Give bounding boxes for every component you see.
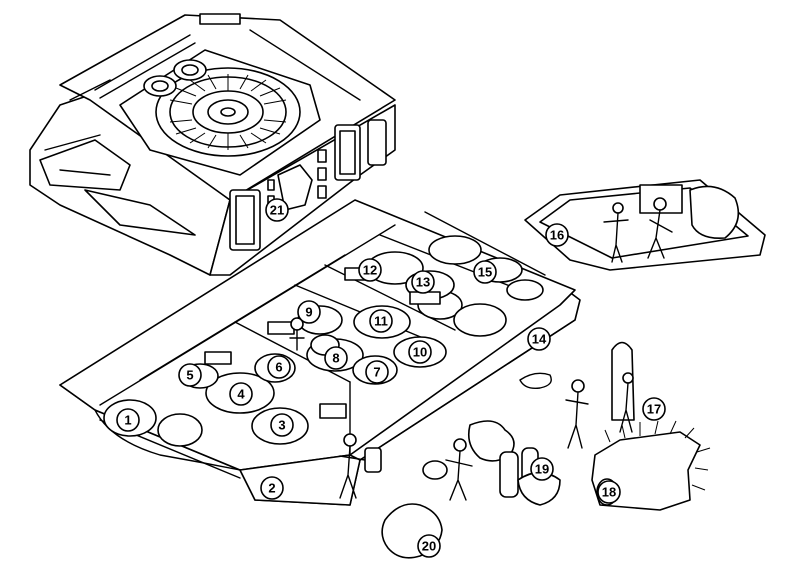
svg-text:8: 8 [332, 351, 339, 366]
svg-text:13: 13 [416, 275, 430, 290]
callout-9: 9 [297, 300, 321, 324]
callout-10: 10 [408, 340, 432, 364]
callout-13: 13 [411, 270, 435, 294]
svg-text:5: 5 [186, 368, 193, 383]
callout-12: 12 [358, 258, 382, 282]
svg-text:17: 17 [647, 402, 661, 417]
svg-text:9: 9 [305, 305, 312, 320]
svg-text:4: 4 [237, 387, 245, 402]
callout-1: 1 [116, 408, 140, 432]
callout-15: 15 [473, 260, 497, 284]
hull [59, 199, 581, 506]
callout-16: 16 [545, 223, 569, 247]
callout-17: 17 [642, 397, 666, 421]
svg-text:10: 10 [413, 345, 427, 360]
svg-text:18: 18 [602, 485, 616, 500]
callout-21: 21 [265, 198, 289, 222]
callout-4: 4 [229, 382, 253, 406]
svg-text:15: 15 [478, 265, 492, 280]
svg-text:14: 14 [532, 332, 547, 347]
svg-text:1: 1 [124, 413, 131, 428]
svg-text:3: 3 [278, 418, 285, 433]
callouts: 1 2 3 4 5 6 7 8 9 10 11 12 13 14 15 16 1… [116, 198, 666, 558]
svg-text:16: 16 [550, 228, 564, 243]
callout-14: 14 [527, 327, 551, 351]
turret [29, 13, 396, 276]
svg-text:6: 6 [275, 360, 282, 375]
callout-2: 2 [260, 476, 284, 500]
callout-3: 3 [270, 413, 294, 437]
callout-6: 6 [267, 355, 291, 379]
callout-18: 18 [597, 480, 621, 504]
callout-7: 7 [365, 360, 389, 384]
svg-text:20: 20 [422, 539, 436, 554]
svg-text:19: 19 [535, 462, 549, 477]
callout-19: 19 [530, 457, 554, 481]
svg-text:7: 7 [373, 365, 380, 380]
callout-20: 20 [417, 534, 441, 558]
callout-11: 11 [369, 309, 393, 333]
svg-text:2: 2 [268, 481, 275, 496]
callout-8: 8 [324, 346, 348, 370]
svg-text:11: 11 [374, 314, 388, 329]
callout-5: 5 [178, 363, 202, 387]
svg-text:12: 12 [363, 263, 377, 278]
svg-text:21: 21 [270, 203, 284, 218]
